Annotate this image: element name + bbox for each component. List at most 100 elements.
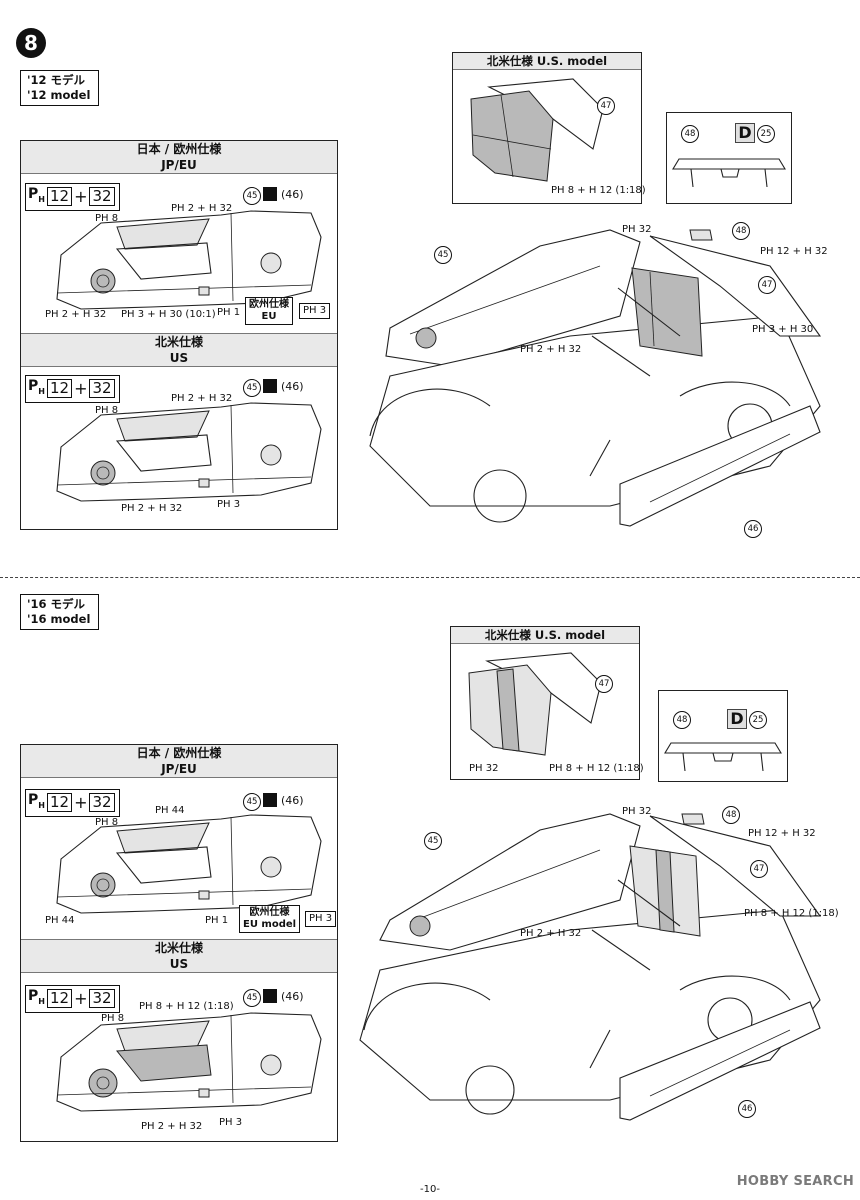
sprue-d-badge: D: [727, 709, 747, 729]
sprue-d-badge: D: [735, 123, 755, 143]
panel-header-jp-eu: 日本 / 欧州仕様 JP/EU: [21, 141, 337, 174]
model-tag-jp: '16 モデル: [27, 597, 86, 611]
label-ph1: PH 1: [205, 915, 229, 926]
rear-seat-drawing-us: [468, 652, 602, 756]
paint-a: 12: [46, 187, 73, 207]
part-number-48: 48: [681, 125, 699, 143]
model-tag-en: '12 model: [27, 88, 91, 102]
main-label-ph32: PH 32: [622, 224, 652, 235]
model-tag-en: '16 model: [27, 612, 91, 626]
mirror-symbol-icon: [263, 187, 277, 201]
us-label-ph8: PH 8: [101, 1013, 125, 1024]
spoiler-drawing: [672, 158, 786, 188]
label-ph44-bottom: PH 44: [45, 915, 75, 926]
door-trim-panel-16: 日本 / 欧州仕様 JP/EU PH 12 + 32 45 (46) PH 8 …: [20, 744, 338, 1142]
main-part-46: 46: [744, 520, 762, 538]
door-trim-drawing-jp: [56, 210, 322, 310]
panel-header-jp-eu: 日本 / 欧州仕様 JP/EU: [21, 745, 337, 778]
us-paint-b: 32: [89, 989, 115, 1009]
plus-sign: +: [74, 186, 88, 206]
us-paint-a: 12: [46, 379, 73, 399]
us-model-seat-panel-12: 北米仕様 U.S. model 47 PH 8 + H 12 (1:18): [452, 52, 646, 204]
header-jp: 日本 / 欧州仕様: [136, 746, 222, 760]
seat-label-ph32: PH 32: [469, 763, 499, 774]
panel-header-us: 北米仕様 US: [21, 333, 337, 367]
step-number-badge: 8: [16, 28, 46, 58]
main-part-47: 47: [750, 860, 768, 878]
us-model-header: 北米仕様 U.S. model: [451, 627, 639, 644]
us-paint-a: 12: [46, 989, 73, 1009]
us-paint-spec: PH 12 + 32: [25, 375, 120, 403]
us-label-ph2-h32-bottom: PH 2 + H 32: [121, 503, 183, 514]
paint-a: 12: [46, 793, 73, 813]
door-trim-drawing-jp: [56, 814, 322, 914]
main-label-ph2-h32: PH 2 + H 32: [520, 344, 582, 355]
part-number-48: 48: [673, 711, 691, 729]
part-number-45: 45: [243, 187, 261, 205]
us-part-number-46: (46): [281, 380, 304, 393]
header-jp: 日本 / 欧州仕様: [136, 142, 222, 156]
eu-spec-box: 欧州仕様 EU: [245, 297, 293, 325]
car-chassis-assembly-12: [369, 229, 822, 527]
us-header-en: US: [169, 351, 189, 365]
plus-sign: +: [74, 378, 88, 398]
plus-sign: +: [74, 988, 88, 1008]
us-label-ph3: PH 3: [217, 499, 241, 510]
us-label-ph3: PH 3: [219, 1117, 243, 1128]
eu-ph-box: PH 3: [299, 303, 331, 319]
seat-color-label: PH 8 + H 12 (1:18): [549, 763, 644, 774]
spoiler-panel-12: 48 D 25: [666, 112, 792, 204]
main-label-ph12-h32: PH 12 + H 32: [748, 828, 816, 839]
watermark: HOBBY SEARCH: [736, 1174, 854, 1189]
main-label-ph32: PH 32: [622, 806, 652, 817]
part-number-47: 47: [595, 675, 613, 693]
label-ph2-h32-bottom: PH 2 + H 32: [45, 309, 107, 320]
section-divider: [0, 577, 860, 578]
us-label-ph2-h32: PH 2 + H 32: [141, 1121, 203, 1132]
us-model-seat-panel-16: 北米仕様 U.S. model 47 PH 32 PH 8 + H 12 (1:…: [450, 626, 644, 780]
model-tag-16: '16 モデル '16 model: [20, 594, 100, 630]
eu-spec-box: 欧州仕様 EU model: [239, 905, 301, 933]
door-trim-drawing-us: [56, 402, 322, 502]
us-part-number-45: 45: [243, 989, 261, 1007]
main-part-47: 47: [758, 276, 776, 294]
label-ph3-h30: PH 3 + H 30 (10:1): [121, 309, 216, 320]
paint-mark-icon: PH: [28, 988, 45, 1006]
eu-ph-box: PH 3: [305, 911, 337, 927]
main-part-48: 48: [732, 222, 750, 240]
main-part-45: 45: [424, 832, 442, 850]
us-label-ph2-h32-top: PH 2 + H 32: [171, 393, 233, 404]
label-ph44-top: PH 44: [155, 805, 185, 816]
mirror-symbol-icon: [263, 793, 277, 807]
part-number-45: 45: [243, 793, 261, 811]
model-tag-jp: '12 モデル: [27, 73, 86, 87]
spoiler-drawing: [664, 742, 782, 772]
eu-spec-en: EU: [261, 311, 277, 322]
main-label-ph2-h32: PH 2 + H 32: [520, 928, 582, 939]
main-part-48: 48: [722, 806, 740, 824]
eu-spec-jp: 欧州仕様: [249, 907, 290, 918]
panel-header-us: 北米仕様 US: [21, 939, 337, 973]
car-chassis-assembly-16: [359, 813, 822, 1121]
paint-b: 32: [89, 793, 115, 813]
eu-spec-en: EU model: [243, 919, 297, 930]
spoiler-panel-16: 48 D 25: [658, 690, 788, 782]
us-header-jp: 北米仕様: [154, 335, 203, 349]
us-part-number-46: (46): [281, 990, 304, 1003]
rear-seat-drawing-us: [470, 78, 604, 182]
door-trim-panel-12: 日本 / 欧州仕様 JP/EU PH 12 + 32 45 (46) PH 8 …: [20, 140, 338, 530]
paint-mark-icon: PH: [28, 378, 45, 396]
page-number: -10-: [420, 1184, 440, 1195]
model-tag-12: '12 モデル '12 model: [20, 70, 100, 106]
part-number-25: 25: [749, 711, 767, 729]
label-ph8: PH 8: [95, 213, 119, 224]
mirror-symbol-icon: [263, 989, 277, 1003]
us-header-en: US: [169, 957, 189, 971]
paint-mark-icon: PH: [28, 792, 45, 810]
us-label-ph8-h12: PH 8 + H 12 (1:18): [139, 1001, 234, 1012]
main-part-46: 46: [738, 1100, 756, 1118]
main-part-45: 45: [434, 246, 452, 264]
paint-spec: PH 12 + 32: [25, 183, 120, 211]
plus-sign: +: [74, 792, 88, 812]
part-number-46: (46): [281, 188, 304, 201]
